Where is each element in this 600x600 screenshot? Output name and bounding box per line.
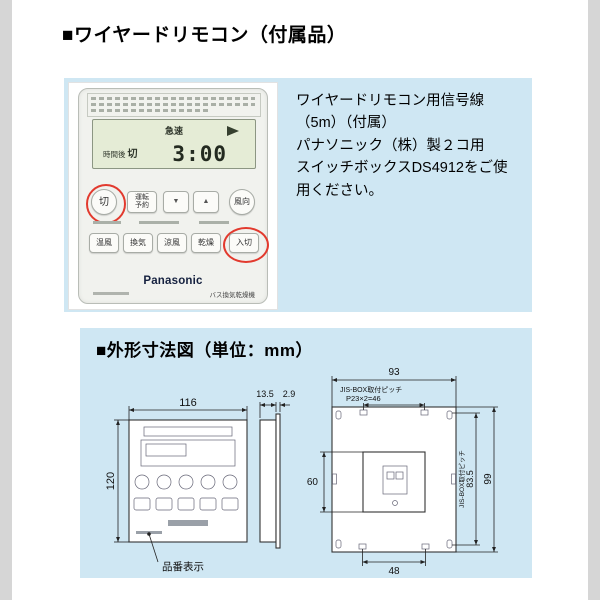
front-button <box>177 497 195 511</box>
dim-13-5-label: 13.5 <box>256 389 274 399</box>
dimension-drawing: 116 120 13.5 2.9 <box>105 367 498 576</box>
front-button <box>221 497 239 511</box>
front-button <box>200 474 216 490</box>
front-button <box>156 474 172 490</box>
wind-direction-button: 風向 <box>229 189 255 215</box>
dimension-jis-pitch-top: JIS-BOX取付ピッチ P23×2=46 <box>340 385 425 410</box>
ventilation-button: 換気 <box>123 233 153 253</box>
terminal-hole <box>395 471 404 480</box>
dim-116-label: 116 <box>179 397 197 409</box>
part-number-label: 品番表示 <box>162 560 204 573</box>
lcd-timer-prefix: 時間後 <box>103 150 126 159</box>
dim-60-label: 60 <box>307 477 319 488</box>
front-button <box>199 497 217 511</box>
dim-2-9-label: 2.9 <box>283 389 296 399</box>
lcd-mode-text: 急速 <box>164 126 184 136</box>
fan-icon <box>227 126 239 136</box>
description-line: ワイヤードリモコン用信号線 <box>296 93 485 109</box>
jis-pitch-label: JIS-BOX取付ピッチ <box>340 385 402 394</box>
jis-side-label: JIS-BOX取付ピッチ <box>457 450 466 508</box>
jis-hole-top-right <box>420 409 429 416</box>
tiny-text-line <box>91 103 255 106</box>
dim-99-label: 99 <box>483 473 494 485</box>
on-off-button: 入切 <box>229 233 259 253</box>
dim-83-5-label: 83.5 <box>465 470 475 488</box>
lcd-display: 急速 時間後切 3:00 <box>92 119 256 169</box>
mount-slot <box>335 539 342 549</box>
instruction-note-box <box>87 93 261 117</box>
reserve-button: 運転 予約 <box>127 191 157 213</box>
dimension-section: ■外形寸法図（単位：mm） <box>80 328 532 578</box>
front-logo-bar <box>168 520 208 526</box>
mount-slot <box>335 410 342 420</box>
dim-120-label: 120 <box>105 472 117 490</box>
side-plate-outline <box>275 413 281 549</box>
side-view <box>259 413 281 549</box>
front-display-inner <box>145 443 187 457</box>
model-number-bar <box>93 292 129 295</box>
description-text: ワイヤードリモコン用信号線 （5m）（付属） パナソニック（株）製２コ用 スイッ… <box>296 90 524 202</box>
dim-48-label: 48 <box>388 566 400 576</box>
tiny-text-line <box>91 109 209 112</box>
up-arrow-button: ▲ <box>193 191 219 213</box>
terminal-screw <box>392 500 398 506</box>
dimension-title: ■外形寸法図（単位：mm） <box>96 341 313 360</box>
product-caption: バス換気乾燥機 <box>209 292 256 299</box>
dimension-front-height: 120 <box>105 419 129 543</box>
dimension-bottom-pitch: 48 <box>362 549 426 576</box>
dimension-right-side: JIS-BOX取付ピッチ 83.5 99 <box>452 406 498 553</box>
lcd-timer-suffix: 切 <box>127 149 138 160</box>
off-button: 切 <box>91 189 117 215</box>
dimension-back-width: 93 <box>331 367 457 407</box>
reserve-label-2: 予約 <box>135 202 149 209</box>
page-edge-left <box>0 0 12 600</box>
description-line: 用ください。 <box>296 182 383 199</box>
dimension-front-width: 116 <box>128 397 248 420</box>
part-number-callout: 品番表示 <box>147 532 204 573</box>
description-line: パナソニック（株）製２コ用 <box>296 137 485 154</box>
remote-body: 急速 時間後切 3:00 切 運転 予約 ▼ ▲ 風向 温風 換気 <box>78 88 269 304</box>
front-button <box>178 474 194 490</box>
page-title: ■ワイヤードリモコン（付属品） <box>62 25 347 46</box>
remote-photo: 急速 時間後切 3:00 切 運転 予約 ▼ ▲ 風向 温風 換気 <box>68 82 278 310</box>
page-edge-right <box>588 0 600 600</box>
mount-slot <box>451 473 456 485</box>
terminal-block <box>382 465 408 495</box>
brand-logo: Panasonic <box>143 275 203 287</box>
dry-button: 乾燥 <box>191 233 221 253</box>
back-view <box>331 406 457 553</box>
mount-slot <box>446 539 453 549</box>
dim-93-label: 93 <box>388 367 400 378</box>
terminal-hole <box>386 471 395 480</box>
front-button <box>155 497 173 511</box>
dimension-opening-height: 60 <box>307 451 363 513</box>
front-label-strip <box>143 426 233 437</box>
side-body-outline <box>259 419 277 543</box>
annotation-circle-onoff <box>223 227 269 263</box>
jis-pitch-value: P23×2=46 <box>346 394 381 403</box>
description-line: スイッチボックスDS4912をご使 <box>296 160 508 177</box>
remote-section: 急速 時間後切 3:00 切 運転 予約 ▼ ▲ 風向 温風 換気 <box>64 78 532 312</box>
tiny-text-line <box>91 97 255 100</box>
mount-slot <box>446 410 453 420</box>
front-view <box>128 419 248 543</box>
warm-air-button: 温風 <box>89 233 119 253</box>
lcd-timer-label: 時間後切 <box>103 145 138 160</box>
mount-slot <box>332 473 337 485</box>
jis-hole-top-left <box>359 409 368 416</box>
front-button <box>134 474 150 490</box>
down-arrow-button: ▼ <box>163 191 189 213</box>
jis-hole-bottom-left <box>358 543 367 550</box>
front-button <box>222 474 238 490</box>
jis-hole-bottom-right <box>421 543 430 550</box>
description-line: （5m）（付属） <box>296 115 396 132</box>
cool-breeze-button: 涼風 <box>157 233 187 253</box>
dimension-depth: 13.5 2.9 <box>256 389 295 418</box>
tiny-label-bar <box>93 221 121 224</box>
reserve-label-1: 運転 <box>135 194 149 202</box>
tiny-label-bar <box>199 221 229 224</box>
tiny-label-bar <box>139 221 179 224</box>
lcd-time-value: 3:00 <box>172 142 227 166</box>
front-button <box>133 497 151 511</box>
